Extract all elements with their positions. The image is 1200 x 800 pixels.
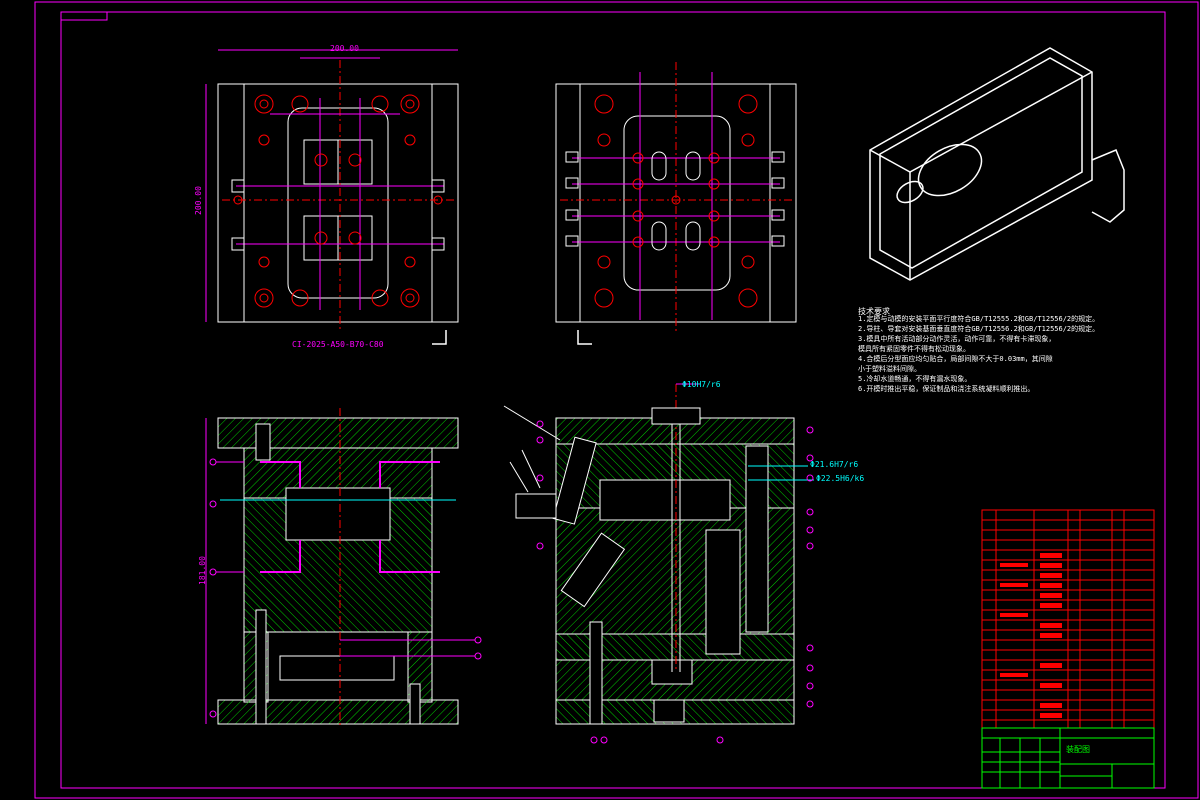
parts-list	[981, 509, 1155, 729]
model-label: CI-2025-A50-B70-C80	[292, 340, 384, 349]
corner-tag	[60, 11, 108, 21]
width-dimension: 200.00	[330, 44, 359, 53]
isometric-part	[869, 47, 1125, 281]
section-view-right	[503, 383, 814, 744]
title-block	[981, 727, 1155, 789]
plan-view-left	[205, 49, 459, 345]
side-dimension: 181.00	[197, 556, 207, 585]
fit-label-1: Φ10H7/r6	[682, 380, 721, 389]
tech-requirement-line: 3.模具中所有活动部分动作灵活，动作可靠，不得有卡滞现象，	[858, 335, 1056, 343]
tech-requirement-line: 6.开模时推出平稳，保证制品和浇注系统凝料顺利推出。	[858, 385, 1035, 393]
section-view-left	[205, 408, 482, 728]
fit-label-3: Φ22.5H6/k6	[816, 474, 865, 483]
tech-requirement-line: 4.合模后分型面应均匀贴合，局部间隙不大于0.03mm，其间隙	[858, 355, 1053, 363]
tech-requirements-title: 技术要求	[858, 307, 890, 316]
height-dimension: 200.00	[193, 186, 203, 215]
title-block-title: 装配图	[1066, 745, 1090, 754]
inner-border	[60, 11, 1166, 789]
tech-requirement-line: 模具所有紧固零件不得有松动现象。	[858, 345, 970, 353]
tech-requirement-line: 5.冷却水道畅通，不得有漏水现象。	[858, 375, 972, 383]
parts-list-fill	[1000, 553, 1062, 718]
plan-view-right	[555, 62, 797, 345]
sheet-border	[34, 1, 1199, 799]
tech-requirement-line: 小于塑料溢料间隙。	[858, 365, 921, 373]
tech-requirement-line: 1.定模与动模的安装平面平行度符合GB/T12555.2和GB/T12556/2…	[858, 315, 1100, 323]
tech-requirement-line: 2.导柱、导套对安装基面垂直度符合GB/T12556.2和GB/T12556/2…	[858, 325, 1100, 333]
fit-label-2: Φ21.6H7/r6	[810, 460, 859, 469]
